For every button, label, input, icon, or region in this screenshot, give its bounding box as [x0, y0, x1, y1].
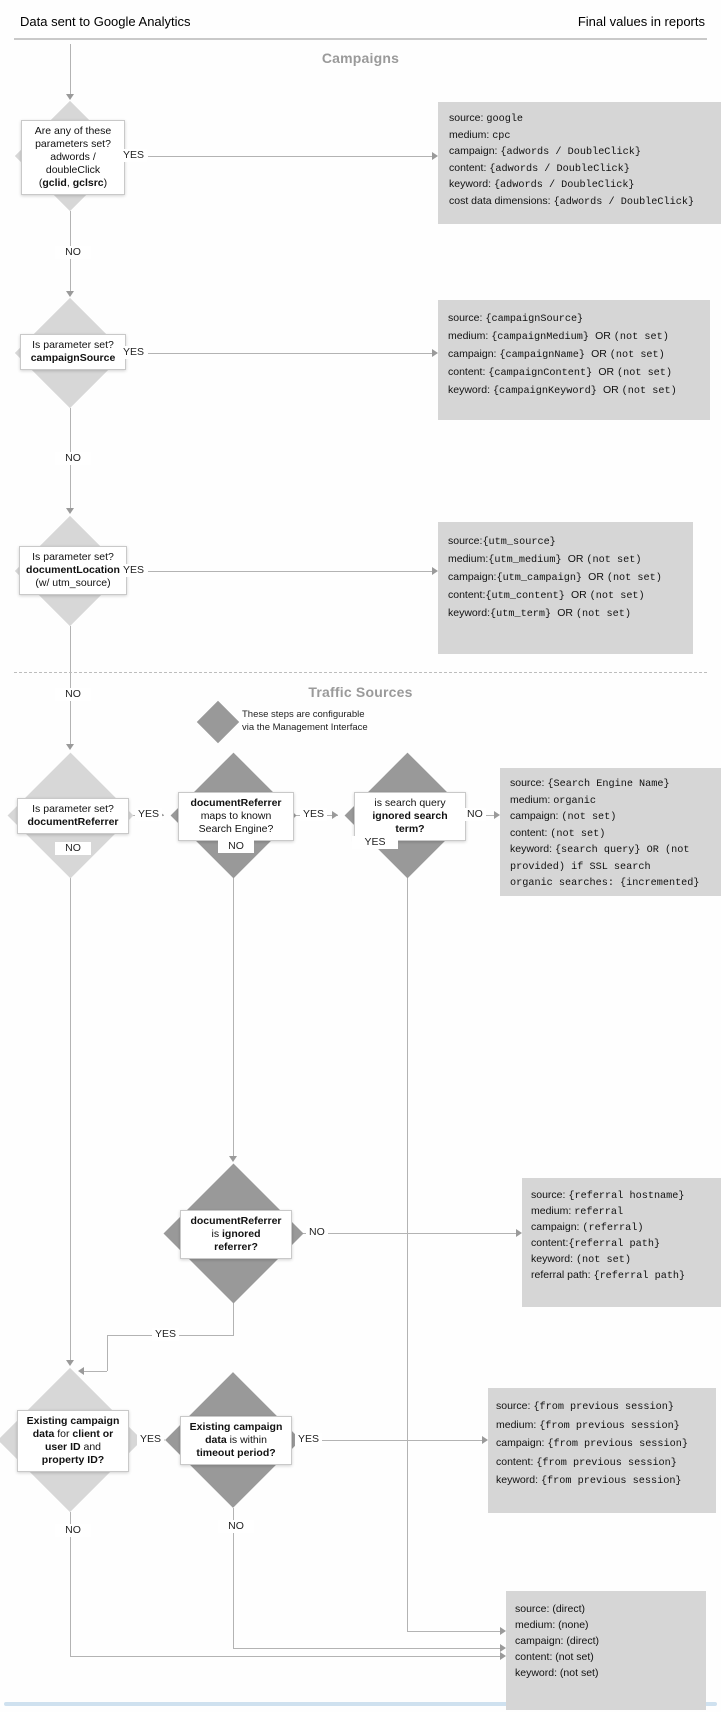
label-no-searchengine-map: NO	[218, 840, 254, 853]
decision-timeout-label: Existing campaign data is within timeout…	[180, 1416, 292, 1465]
section-divider-dashed	[14, 672, 707, 673]
label-yes-documentreferrer: YES	[135, 808, 163, 821]
result-box-adwords: source: google medium: cpc campaign: {ad…	[438, 102, 721, 224]
arrowhead-into-ignored-search-term	[332, 811, 338, 819]
label-no-timeout: NO	[218, 1520, 254, 1533]
connector-yes-campaignsource	[148, 353, 432, 354]
arrowhead-into-existing-campaign-decision	[66, 1360, 74, 1366]
connector-no-ignored-referrer	[303, 1233, 516, 1234]
bottom-edge-strip	[4, 1702, 717, 1706]
connector-no-searchengine-map-down	[233, 878, 234, 1156]
label-yes-adwords: YES	[120, 149, 148, 162]
label-no-campaignsource: NO	[55, 452, 91, 465]
result-box-campaign-params: source: {campaignSource} medium: {campai…	[438, 300, 710, 420]
label-yes-ignored-referrer: YES	[152, 1328, 180, 1341]
header-left-title: Data sent to Google Analytics	[20, 14, 191, 29]
connector-no-existing-campaign-h	[70, 1656, 500, 1657]
connector-no-documentreferrer-down	[70, 878, 71, 1360]
arrowhead-into-campaignsource-decision	[66, 291, 74, 297]
header-right-title: Final values in reports	[577, 14, 705, 29]
decision-documentlocation-label: Is parameter set? documentLocation (w/ u…	[19, 546, 127, 595]
result-box-referral: source: {referral hostname} medium: refe…	[522, 1178, 721, 1307]
label-no-existing-campaign: NO	[55, 1524, 91, 1537]
decision-documentreferrer-label: Is parameter set? documentReferrer	[17, 798, 129, 834]
arrowhead-into-direct-box-1	[500, 1627, 506, 1635]
connector-yes-ignored-search-term-h	[407, 1631, 500, 1632]
label-no-documentreferrer: NO	[55, 842, 91, 855]
connector-start	[70, 44, 71, 94]
decision-searchengine-map-label: documentReferrer maps to known Search En…	[178, 792, 294, 841]
arrowhead-into-previous-session-box	[482, 1436, 488, 1444]
connector-yes-ignored-search-term-down	[407, 878, 408, 1631]
connector-yes-ignored-referrer-v1	[233, 1303, 234, 1335]
arrowhead-into-ignored-referrer-decision	[229, 1156, 237, 1162]
arrowhead-into-documentreferrer-decision	[66, 744, 74, 750]
arrowhead-into-adwords-decision	[66, 94, 74, 100]
result-box-direct: source: (direct) medium: (none) campaign…	[506, 1591, 706, 1710]
arrowhead-into-direct-box-3	[500, 1652, 506, 1660]
label-yes-searchengine-map: YES	[300, 808, 328, 821]
connector-no-documentlocation	[70, 626, 71, 744]
connector-no-timeout-v	[233, 1508, 234, 1648]
arrowhead-into-organic-box	[494, 811, 500, 819]
decision-adwords-label: Are any of these parameters set? adwords…	[21, 120, 125, 195]
connector-yes-ignored-referrer-v2	[107, 1335, 108, 1371]
label-no-documentlocation: NO	[55, 688, 91, 701]
connector-yes-timeout	[301, 1440, 482, 1441]
configurable-step-icon	[196, 700, 240, 744]
arrowhead-into-documentlocation-decision	[66, 508, 74, 514]
label-yes-campaignsource: YES	[120, 346, 148, 359]
arrowhead-into-campaign-box	[432, 349, 438, 357]
arrowhead-into-existing-campaign-side	[78, 1367, 84, 1375]
label-no-ignored-referrer: NO	[306, 1226, 328, 1239]
decision-ignored-referrer-label: documentReferrer is ignored referrer?	[180, 1210, 292, 1259]
configurable-note: These steps are configurable via the Man…	[242, 709, 368, 733]
label-yes-ignored-search-term: YES	[352, 836, 398, 849]
result-box-utm-params: source:{utm_source} medium:{utm_medium} …	[438, 522, 693, 654]
decision-campaignsource-label: Is parameter set? campaignSource	[20, 334, 126, 370]
connector-yes-adwords	[148, 156, 432, 157]
label-no-adwords: NO	[55, 246, 91, 259]
label-yes-documentlocation: YES	[120, 564, 148, 577]
arrowhead-into-utm-box	[432, 567, 438, 575]
decision-existing-campaign-label: Existing campaign data for client or use…	[17, 1410, 129, 1472]
connector-yes-ignored-referrer-h2	[84, 1371, 107, 1372]
label-no-ignored-search-term: NO	[464, 808, 486, 821]
header-rule	[14, 38, 707, 40]
arrowhead-into-adwords-box	[432, 152, 438, 160]
decision-ignored-search-term-label: is search query ignored search term?	[354, 792, 466, 841]
connector-no-existing-campaign-v	[70, 1512, 71, 1656]
connector-no-timeout-h	[233, 1648, 500, 1649]
arrowhead-into-referral-box	[516, 1229, 522, 1237]
label-yes-existing-campaign: YES	[137, 1433, 165, 1446]
arrowhead-into-direct-box-2	[500, 1644, 506, 1652]
section-title-campaigns: Campaigns	[321, 50, 400, 66]
result-box-previous-session: source: {from previous session} medium: …	[488, 1388, 716, 1513]
section-title-traffic-sources: Traffic Sources	[308, 684, 413, 700]
result-box-organic: source: {Search Engine Name} medium: org…	[500, 768, 721, 896]
label-yes-timeout: YES	[295, 1433, 323, 1446]
connector-yes-documentlocation	[148, 571, 432, 572]
